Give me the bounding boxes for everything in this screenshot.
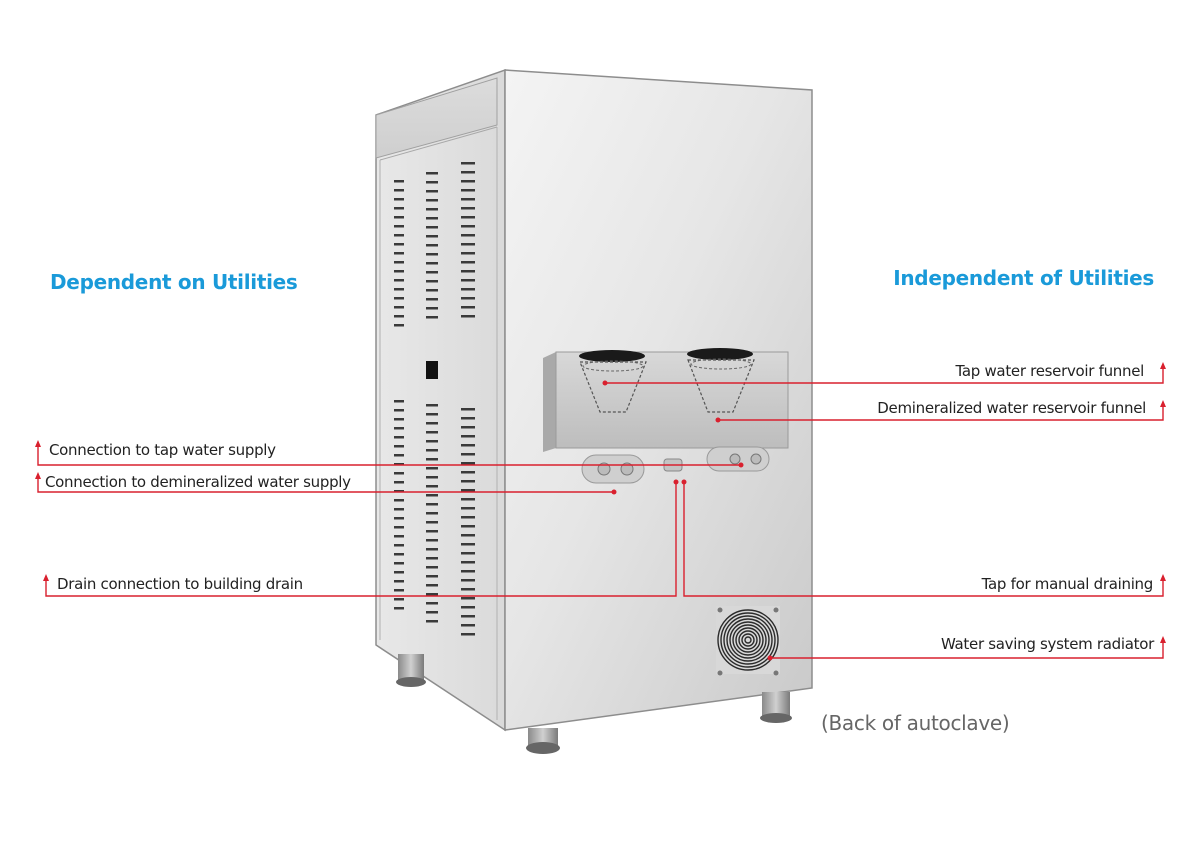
side-vents xyxy=(394,162,475,636)
reservoir-box xyxy=(543,348,789,452)
foot-front-right xyxy=(760,692,792,723)
tap-water-funnel-icon xyxy=(579,350,647,413)
leader-demineralized-funnel xyxy=(718,402,1164,421)
cabinet-feet xyxy=(396,654,792,754)
side-switch xyxy=(426,361,438,379)
cabinet-side-panel xyxy=(375,68,506,732)
leader-tap-water-supply xyxy=(37,442,741,466)
leader-manual-draining-tap xyxy=(683,482,1164,597)
label-manual-draining-tap: Tap for manual draining xyxy=(981,575,1154,593)
leader-demineralized-water-supply xyxy=(37,474,614,493)
foot-left-back xyxy=(396,654,426,687)
heading-independent: Independent of Utilities xyxy=(893,266,1154,290)
label-demineralized-funnel: Demineralized water reservoir funnel xyxy=(877,399,1146,417)
leader-tap-water-funnel xyxy=(605,364,1164,384)
connector-right-icon xyxy=(706,446,770,472)
label-tap-water-funnel: Tap water reservoir funnel xyxy=(955,362,1145,380)
demineralized-funnel-icon xyxy=(687,348,755,413)
heading-dependent: Dependent on Utilities xyxy=(50,270,298,294)
caption-back-of-autoclave: (Back of autoclave) xyxy=(821,711,1010,735)
leader-endpoints xyxy=(602,380,773,661)
foot-front-left xyxy=(526,728,560,754)
label-radiator: Water saving system radiator xyxy=(940,635,1154,653)
label-building-drain: Drain connection to building drain xyxy=(57,575,303,593)
radiator-icon xyxy=(716,606,780,676)
label-tap-water-supply: Connection to tap water supply xyxy=(49,441,276,459)
leader-building-drain xyxy=(45,482,677,597)
leader-arrowheads xyxy=(35,362,1166,643)
connector-left-icon xyxy=(581,454,645,484)
label-demineralized-water-supply: Connection to demineralized water supply xyxy=(45,473,351,491)
leader-radiator xyxy=(770,638,1164,659)
leader-lines xyxy=(37,364,1164,659)
